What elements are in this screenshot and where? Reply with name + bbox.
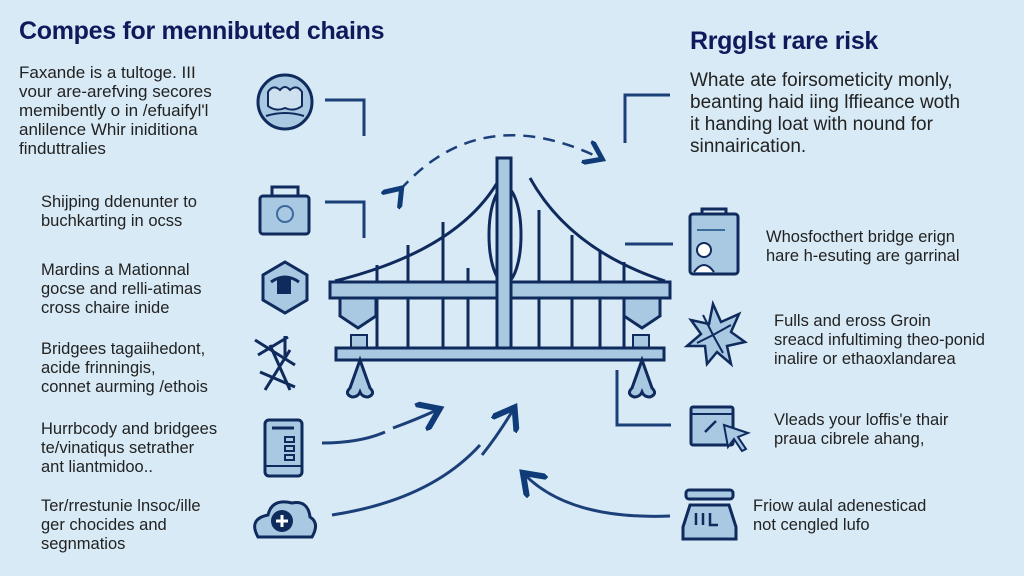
left-intro: Faxande is a tultoge. III vour are-arefv…	[19, 63, 212, 158]
scatter-structure-icon	[254, 335, 296, 391]
arrow-from-cloud	[331, 410, 513, 517]
left-item-1-text: Shijping ddenunter to buchkarting in ocs…	[41, 193, 197, 230]
cash-register-icon	[681, 488, 738, 541]
right-intro: Whate ate foirsometicity monly, beanting…	[690, 70, 961, 157]
right-item-1-text: Whosfocthert bridge erign hare h-esuting…	[766, 228, 960, 265]
left-item-3-text: Bridgees tagaiihedont, acide frinningis,…	[41, 340, 208, 396]
left-item-4-text: Hurrbcody and bridgees te/vinatiqus setr…	[41, 420, 218, 476]
left-item-2-text: Mardins a Mationnal gocse and relli-atim…	[41, 261, 202, 317]
left-title: Compes for mennibuted chains	[19, 17, 385, 45]
arrow-from-register	[525, 475, 671, 518]
arrow-from-mobile	[321, 410, 437, 445]
suspension-bridge	[328, 156, 672, 399]
hexagon-badge-icon	[261, 260, 309, 315]
mobile-device-icon	[263, 418, 304, 478]
dashed-swap-arrow	[400, 134, 600, 190]
left-item-5-text: Ter/rrestunie lnsoc/ille ger chocides an…	[41, 497, 201, 553]
splatter-icon	[683, 299, 749, 368]
right-item-3-text: Vleads your loffis'e thair praua cibrele…	[774, 411, 949, 448]
robot-face-icon	[256, 73, 314, 131]
connector-brackets-left	[325, 98, 366, 238]
screen-cursor-icon	[689, 405, 751, 453]
lock-icon	[258, 185, 311, 236]
connector-brackets-right	[615, 93, 673, 427]
id-card-icon	[688, 207, 740, 276]
right-item-4-text: Friow aulal adenesticad not cengled lufo	[753, 497, 927, 534]
right-title: Rrgglst rare risk	[690, 27, 879, 55]
cloud-plus-icon	[253, 500, 317, 539]
right-item-2-text: Fulls and eross Groin sreacd infultiming…	[774, 312, 985, 368]
